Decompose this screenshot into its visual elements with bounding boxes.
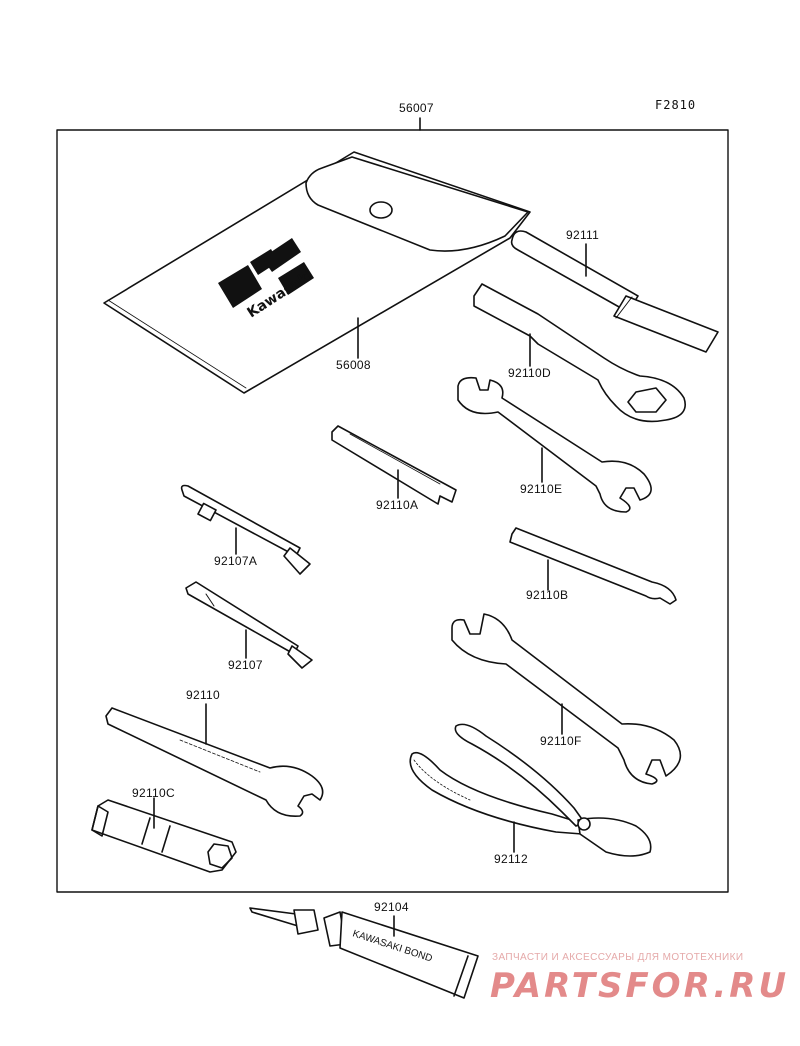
part-label-92110C: 92110C [132, 786, 175, 800]
open-wrench-f-drawing [451, 613, 682, 785]
open-wrench-e-drawing [457, 376, 652, 513]
snap-button [369, 201, 393, 219]
part-label-92110A: 92110A [376, 498, 419, 512]
bond-tube-drawing [249, 907, 479, 999]
part-label-92110F: 92110F [540, 734, 582, 748]
ring-wrench-drawing [473, 283, 686, 423]
box-socket-drawing [91, 799, 237, 873]
part-label-pouch: 56008 [336, 358, 371, 372]
part-label-92110D: 92110D [508, 366, 551, 380]
part-label-92112: 92112 [494, 852, 528, 866]
kit-frame [56, 129, 729, 893]
part-label-92107: 92107 [228, 658, 263, 672]
part-label-92107A: 92107A [214, 554, 258, 568]
part-label-92110B: 92110B [526, 588, 569, 602]
tool-pouch-drawing: Kawasaki [103, 151, 531, 394]
combination-wrench-drawing [105, 707, 324, 817]
figure-code: F2810 [655, 98, 697, 112]
watermark-subtitle: ЗАПЧАСТИ И АКСЕССУАРЫ ДЛЯ МОТОТЕХНИКИ [492, 952, 744, 963]
extension-bar-drawing [510, 230, 719, 353]
screwdriver-a-drawing [180, 484, 311, 575]
part-label-kit: 56007 [399, 101, 434, 115]
part-label-92104: 92104 [374, 900, 409, 914]
screwdriver-drawing [185, 581, 313, 669]
hook-spanner-drawing [509, 527, 677, 605]
flat-spanner-drawing [331, 425, 457, 505]
kawasaki-logo-icon [218, 238, 314, 308]
part-label-92111: 92111 [566, 228, 600, 242]
part-label-92110E: 92110E [520, 482, 563, 496]
pliers-drawing [409, 723, 652, 857]
watermark-brand: PARTSFOR.RU [490, 966, 790, 1006]
part-label-92110: 92110 [186, 688, 220, 702]
